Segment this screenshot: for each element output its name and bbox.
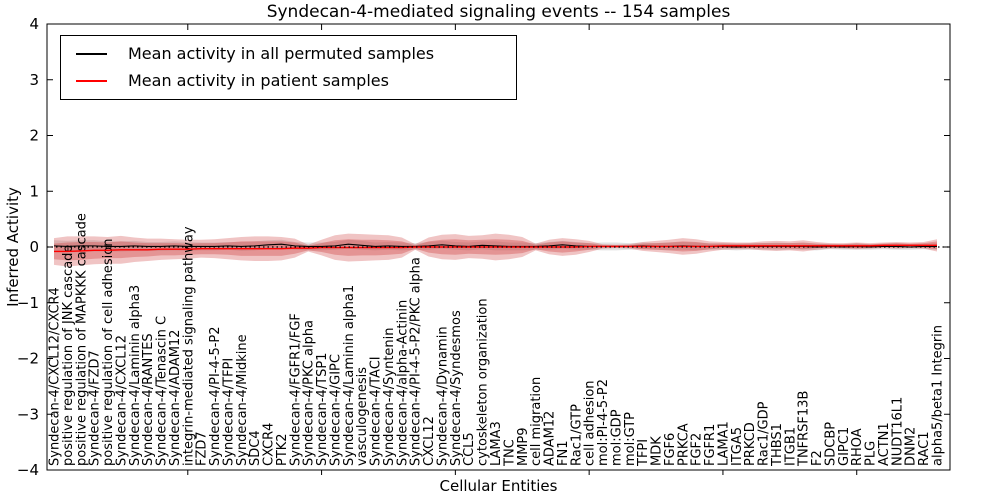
- x-category-label: TNFRSF13B: [797, 391, 812, 467]
- x-category-label: mol:GDP: [609, 409, 624, 466]
- x-category-label: Syndecan-4/RANTES: [141, 333, 156, 466]
- x-category-label: CXCR4: [262, 423, 277, 466]
- y-tick-label: 2: [29, 127, 39, 145]
- x-category-label: Syndecan-4/Laminin alpha3: [128, 285, 143, 466]
- x-category-label: Syndecan-4/FGFR1/FGF: [288, 313, 303, 466]
- x-category-label: Syndecan-4/Tenascin C: [155, 316, 170, 466]
- x-category-label: MMP9: [516, 427, 531, 466]
- x-category-label: mol:GTP: [623, 412, 638, 466]
- x-category-label: Syndecan-4/TFPI: [221, 358, 236, 466]
- band-patient-std-outer: [54, 233, 937, 267]
- x-category-label: Syndecan-4/PKC alpha: [302, 320, 317, 466]
- x-category-label: TNC: [502, 439, 517, 467]
- x-category-label: PTK2: [275, 433, 290, 466]
- x-category-label: CCL5: [462, 432, 477, 466]
- x-category-label: Syndecan-4/TACI: [369, 356, 384, 466]
- y-axis-label: Inferred Activity: [4, 187, 22, 307]
- x-category-label: DNM2: [904, 427, 919, 466]
- legend: Mean activity in all permuted samples Me…: [60, 35, 517, 100]
- x-category-label: cytoskeleton organization: [476, 298, 491, 466]
- chart-title: Syndecan-4-mediated signaling events -- …: [266, 2, 731, 22]
- x-category-label: LAMA3: [489, 421, 504, 466]
- x-category-label: alpha5/beta1 Integrin: [931, 325, 946, 466]
- x-category-label: F2: [810, 450, 825, 466]
- x-category-label: NUDT16L1: [890, 397, 905, 466]
- x-category-label: Syndecan-4/Syntenin: [382, 328, 397, 467]
- x-category-label: FGF6: [663, 433, 678, 466]
- y-tick-label: −3: [17, 405, 39, 423]
- x-axis-label: Cellular Entities: [439, 477, 558, 495]
- x-category-label: Syndecan-4/TSP1: [315, 353, 330, 466]
- x-category-label: integrin-mediated signaling pathway: [181, 226, 196, 466]
- x-category-label: Syndecan-4/GIPC: [328, 354, 343, 466]
- x-category-label: PRKCA: [676, 423, 691, 466]
- permuted-line-swatch: [76, 53, 107, 55]
- x-category-label: cell migration: [529, 377, 544, 466]
- x-category-label: Syndecan-4/Laminin alpha1: [342, 285, 357, 466]
- x-category-label: Syndecan-4/PI-4-5-P2: [208, 326, 223, 466]
- x-category-label: vasculogenesis: [355, 367, 370, 466]
- y-tick-label: 0: [29, 238, 39, 256]
- x-category-label: Syndecan-4/alpha-Actinin: [395, 300, 410, 466]
- x-category-label: positive regulation of JNK cascade: [61, 245, 76, 466]
- y-tick-label: 1: [29, 182, 39, 200]
- x-category-label: positive regulation of cell adhesion: [101, 239, 116, 466]
- patient-line-swatch: [76, 80, 107, 82]
- x-category-label: TFPI: [636, 439, 651, 467]
- x-category-label: FN1: [556, 441, 571, 466]
- x-category-label: PLG: [864, 441, 879, 466]
- x-category-label: GIPC1: [837, 427, 852, 466]
- x-category-label: Rac1/GDP: [757, 401, 772, 466]
- y-tick-label: −1: [17, 294, 39, 312]
- x-category-label: Syndecan-4/CXCL12: [114, 335, 129, 466]
- x-category-label: RAC1: [917, 431, 932, 466]
- x-category-label: Syndecan-4/PI-4-5-P2/PKC alpha: [409, 257, 424, 466]
- x-category-label: RHOA: [850, 428, 865, 466]
- x-category-label: MDK: [650, 436, 665, 466]
- x-category-label: Syndecan-4/ADAM12: [168, 330, 183, 466]
- y-tick-label: −4: [17, 461, 39, 479]
- x-category-label: positive regulation of MAPKKK cascade: [74, 213, 89, 466]
- x-category-label: ITGA5: [730, 427, 745, 466]
- x-category-label: PRKCD: [743, 422, 758, 466]
- x-category-label: LAMA1: [716, 421, 731, 466]
- y-tick-label: 3: [29, 71, 39, 89]
- x-category-label: CXCL12: [422, 416, 437, 466]
- legend-entry-permuted: Mean activity in all permuted samples: [61, 44, 516, 64]
- legend-label-permuted: Mean activity in all permuted samples: [128, 44, 435, 63]
- legend-label-patient: Mean activity in patient samples: [128, 71, 389, 90]
- x-category-label: ACTN1: [877, 422, 892, 466]
- x-category-label: FZD7: [195, 431, 210, 466]
- y-tick-label: −2: [17, 350, 39, 368]
- x-category-label: ADAM12: [543, 411, 558, 466]
- x-category-label: FGF2: [690, 433, 705, 466]
- x-category-label: Syndecan-4/Syndesmos: [449, 310, 464, 466]
- y-tick-label: 4: [29, 15, 39, 33]
- x-category-label: cell adhesion: [583, 380, 598, 466]
- x-category-label: Syndecan-4/Midkine: [235, 334, 250, 466]
- x-category-label: SDCBP: [823, 422, 838, 466]
- x-category-label: Syndecan-4/FZD7: [88, 350, 103, 466]
- x-category-label: Syndecan-4/CXCL12/CXCR4: [48, 287, 63, 466]
- x-category-label: SDC4: [248, 430, 263, 466]
- x-category-label: FGFR1: [703, 424, 718, 466]
- x-category-label: Rac1/GTP: [569, 404, 584, 466]
- x-category-label: THBS1: [770, 423, 785, 467]
- x-category-label: Syndecan-4/Dynamin: [435, 326, 450, 466]
- patient-mean-line: [54, 244, 937, 253]
- legend-entry-patient: Mean activity in patient samples: [61, 71, 516, 91]
- x-category-label: mol:PI-4-5-P2: [596, 379, 611, 466]
- x-category-label: ITGB1: [783, 427, 798, 466]
